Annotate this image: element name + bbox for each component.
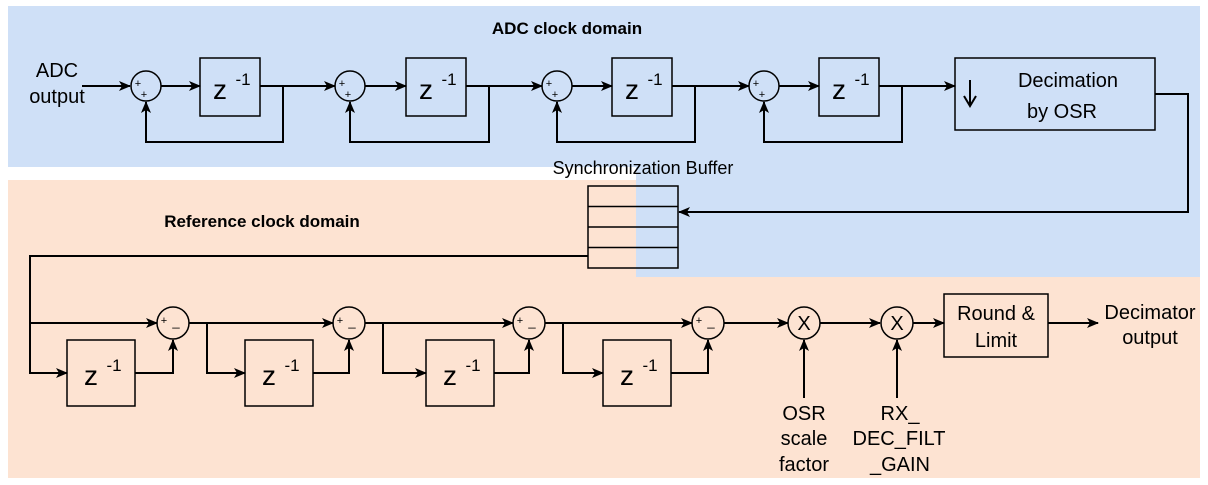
delay-box [602,339,672,407]
osr-multiplier: X [787,306,821,340]
osr-scale-label-line2: scale [781,428,828,450]
delay-label-base: z [262,360,276,391]
summer-plus-sign: + [339,78,345,90]
delay-label-base: z [832,74,846,105]
integrator-stage-1: ++ [130,70,336,143]
branch-to-delay-wire [562,323,604,378]
delay-label-exponent: -1 [854,70,869,89]
decimation-label-line1: Decimation [1018,70,1118,92]
summer-minus-sign: _ [527,314,536,329]
svg-text:X: X [890,313,903,335]
delay-label-exponent: -1 [106,356,121,375]
summer-plus-sign: + [337,315,343,327]
decimation-to-buffer-wire [678,93,1189,217]
delay-to-summer-wire [494,339,534,374]
decimation-block [954,57,1156,131]
delay-label-exponent: -1 [642,356,657,375]
delay-block: z -1 [199,57,261,117]
svg-text:X: X [797,313,810,335]
delay-label-exponent: -1 [441,70,456,89]
gain-label-line1: RX_ [881,403,921,425]
summer-minus-sign: _ [347,314,356,329]
summer-plus-sign: + [546,78,552,90]
branch-to-delay-wire [382,323,427,378]
delay-box [611,57,673,117]
sync-buffer-label: Synchronization Buffer [553,158,734,178]
summer-plus-sign: + [517,315,523,327]
integrator-stage-3: ++ [541,70,750,143]
gain-multiplier: X [880,306,914,340]
delay-box [66,339,136,407]
summer-minus-sign: _ [706,314,715,329]
delay-box [199,57,261,117]
down-arrow-icon [963,80,977,108]
delay-block: z -1 [66,339,136,407]
delay-block: z -1 [405,57,467,117]
delay-box [425,339,495,407]
diagram-elements: ++z-1++z-1++z-1++z-1+_z-1+_z-1+_z-1+_z-1 [29,57,1189,407]
feedback-wire [759,86,903,143]
delay-label-base: z [443,360,457,391]
buffer-to-delay-wire [29,255,588,378]
adc-domain-title: ADC clock domain [492,19,642,38]
delay-block: z -1 [602,339,672,407]
round-limit-block [943,293,1049,358]
adc-input-label-line2: output [29,86,85,108]
decimator-output-label-line2: output [1122,327,1178,349]
delay-box [818,57,880,117]
summer-plus-sign: + [135,78,141,90]
delay-box [244,339,314,407]
feedback-wire [552,86,696,143]
integrator-stage-4: ++ [748,70,956,143]
integrator-stage-2: ++ [334,70,543,143]
summer-plus-sign: + [345,89,351,101]
delay-block: z -1 [818,57,880,117]
summer-plus-sign: + [552,89,558,101]
comb-stage-1: +_ [135,306,334,378]
round-limit-label-line1: Round & [957,303,1035,325]
delay-to-summer-wire [135,339,178,374]
adc-input-label-line1: ADC [36,60,78,82]
reference-clock-domain-region [8,180,1200,478]
decimation-label-line2: by OSR [1027,101,1097,123]
delay-block: z -1 [425,339,495,407]
delay-label-exponent: -1 [284,356,299,375]
summer-plus-sign: + [141,89,147,101]
ref-domain-title: Reference clock domain [164,212,360,231]
decimator-output-label-line1: Decimator [1104,302,1195,324]
comb-stage-2: +_ [313,306,514,378]
delay-to-summer-wire [313,339,354,374]
delay-label-base: z [84,360,98,391]
delay-box [405,57,467,117]
gain-label-line3: _GAIN [869,454,930,476]
delay-label-exponent: -1 [465,356,480,375]
delay-block: z -1 [244,339,314,407]
summer-minus-sign: _ [171,314,180,329]
feedback-wire [141,86,284,143]
delay-to-summer-wire [671,339,713,374]
summer-plus-sign: + [161,315,167,327]
summer-plus-sign: + [696,315,702,327]
comb-stage-4: +_ [671,306,789,374]
osr-scale-label-line3: factor [779,454,829,476]
osr-scale-label-line1: OSR [782,403,825,425]
branch-to-delay-wire [206,323,246,378]
delay-label-base: z [419,74,433,105]
delay-label-base: z [213,74,227,105]
round-limit-label-line2: Limit [975,330,1018,352]
delay-block: z -1 [611,57,673,117]
delay-label-base: z [625,74,639,105]
summer-plus-sign: + [759,89,765,101]
summer-plus-sign: + [753,78,759,90]
comb-stage-3: +_ [494,306,693,378]
delay-label-exponent: -1 [647,70,662,89]
delay-label-exponent: -1 [235,70,250,89]
sync-buffer [587,185,679,269]
feedback-wire [345,86,490,143]
gain-label-line2: DEC_FILT [853,428,946,450]
delay-label-base: z [620,360,634,391]
